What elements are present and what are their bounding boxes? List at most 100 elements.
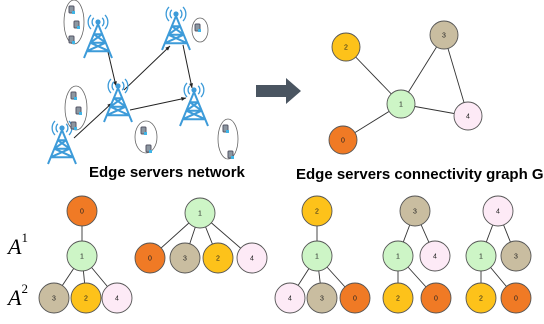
- node-label: 4: [288, 296, 292, 303]
- tree-node: 0: [339, 282, 371, 314]
- tower-frame: [47, 129, 77, 165]
- tree-node: 3: [169, 242, 201, 274]
- tree-node: 4: [101, 282, 133, 314]
- signal-wave: [87, 14, 92, 30]
- tree-node: 2: [301, 195, 333, 227]
- node-circle: [202, 242, 234, 274]
- node-label: 4: [466, 114, 470, 121]
- tree-node: 3: [500, 240, 532, 272]
- node-label: 1: [315, 254, 319, 261]
- tree-node: 2: [70, 282, 102, 314]
- device-cluster: [217, 118, 239, 160]
- graph-node: 3: [429, 20, 459, 50]
- node-label: 0: [341, 138, 345, 145]
- node-circle: [339, 282, 371, 314]
- flow-arrow-icon: [182, 44, 193, 89]
- signal-wave: [65, 123, 69, 133]
- cluster-outline: [134, 120, 158, 154]
- node-label: 1: [198, 211, 202, 218]
- tower-antenna: [115, 83, 121, 89]
- node-circle: [399, 195, 431, 227]
- device-screen: [226, 130, 229, 133]
- device-cluster: [134, 120, 158, 154]
- node-circle: [169, 242, 201, 274]
- signal-wave: [183, 82, 188, 98]
- spanning-tree: 2 1 4 3 0: [274, 195, 371, 314]
- node-label: 0: [514, 296, 518, 303]
- node-circle: [38, 282, 70, 314]
- node-label: 3: [52, 296, 56, 303]
- cell-tower-icon: [179, 82, 209, 127]
- signal-wave: [165, 6, 170, 22]
- node-label: 3: [413, 209, 417, 216]
- node-circle: [453, 101, 483, 131]
- node-circle: [500, 282, 532, 314]
- tree-node: 4: [482, 195, 514, 227]
- node-circle: [382, 240, 414, 272]
- tree-node: 0: [500, 282, 532, 314]
- tree-node: 2: [202, 242, 234, 274]
- device-screen: [72, 41, 75, 44]
- node-label: 2: [216, 256, 220, 263]
- node-circle: [382, 282, 414, 314]
- node-label: 2: [315, 209, 319, 216]
- device-screen: [149, 150, 152, 153]
- cell-tower-icon: [161, 6, 191, 51]
- tree-node: 3: [38, 282, 70, 314]
- tree-node: 0: [66, 195, 98, 227]
- device-screen: [72, 11, 75, 14]
- node-label: 2: [84, 296, 88, 303]
- cell-tower-icon: [103, 78, 133, 123]
- signal-wave: [111, 81, 115, 91]
- device-screen: [144, 132, 147, 135]
- node-label: 3: [320, 296, 324, 303]
- tree-node: 4: [236, 242, 268, 274]
- signal-wave: [200, 82, 205, 98]
- arrow-head: [181, 97, 186, 101]
- a1-label: A1: [8, 230, 28, 260]
- cell-tower-icon: [83, 14, 113, 59]
- tree-node: 1: [301, 240, 333, 272]
- signal-wave: [179, 9, 183, 19]
- tree-node: 3: [399, 195, 431, 227]
- tree-node: 3: [306, 282, 338, 314]
- node-circle: [482, 195, 514, 227]
- device-screen: [74, 97, 77, 100]
- a2-base: A: [8, 285, 22, 310]
- node-label: 2: [396, 296, 400, 303]
- node-circle: [274, 282, 306, 314]
- node-circle: [184, 197, 216, 229]
- signal-wave: [124, 78, 129, 94]
- node-label: 0: [434, 296, 438, 303]
- graph-node: 0: [328, 125, 358, 155]
- arrow-shape: [256, 78, 301, 104]
- tower-frame: [103, 87, 133, 123]
- flow-arrow-icon: [123, 45, 171, 91]
- node-label: 0: [148, 256, 152, 263]
- node-circle: [429, 20, 459, 50]
- tower-antenna: [191, 87, 197, 93]
- signal-wave: [182, 6, 187, 22]
- signal-wave: [101, 17, 105, 27]
- tree-node: 2: [465, 282, 497, 314]
- tower-antenna: [95, 19, 101, 25]
- tower-antenna: [59, 125, 65, 131]
- node-label: 3: [183, 256, 187, 263]
- node-label: 2: [344, 45, 348, 52]
- graph-caption: Edge servers connectivity graph G: [296, 166, 544, 183]
- tree-node: 1: [184, 197, 216, 229]
- node-label: 2: [479, 296, 483, 303]
- node-circle: [328, 125, 358, 155]
- graph-node: 4: [453, 101, 483, 131]
- link-line: [182, 44, 193, 89]
- link-line: [107, 51, 117, 87]
- tower-frame: [83, 23, 113, 59]
- signal-wave: [197, 85, 201, 95]
- node-circle: [66, 240, 98, 272]
- device-screen: [198, 29, 201, 32]
- node-circle: [101, 282, 133, 314]
- device-screen: [79, 112, 82, 115]
